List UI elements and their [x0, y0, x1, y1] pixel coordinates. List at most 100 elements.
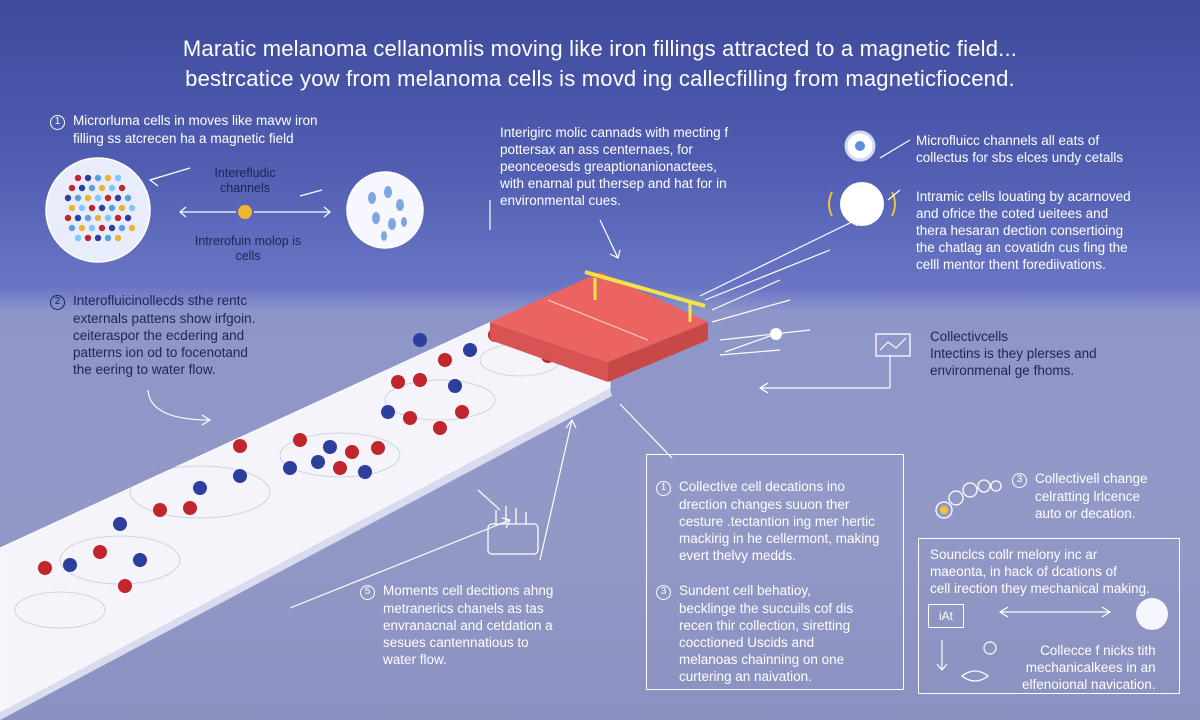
cluster-cell [94, 174, 102, 182]
device-front [608, 322, 708, 382]
face-icon [1136, 598, 1168, 630]
iat-label: iAt [938, 609, 953, 623]
blue-cell [113, 517, 127, 531]
device-left [490, 322, 608, 382]
outcome-panel [646, 454, 904, 690]
cluster-cell [98, 204, 106, 212]
blue-cell [133, 553, 147, 567]
red-cell [293, 433, 307, 447]
cluster-cell [118, 204, 126, 212]
cluster-cell [68, 204, 76, 212]
blue-cell [63, 558, 77, 572]
red-cell [153, 503, 167, 517]
cluster-cell [118, 224, 126, 232]
cluster-cell [74, 234, 82, 242]
cluster-cell [94, 194, 102, 202]
step-number: 5 [360, 585, 375, 600]
cluster-cell [64, 214, 72, 222]
cluster-cell [68, 184, 76, 192]
red-cell [118, 579, 132, 593]
blue-cell [413, 333, 427, 347]
channel-texture [14, 343, 561, 629]
red-cell [183, 501, 197, 515]
cluster-cell [114, 214, 122, 222]
field-arrows [489, 139, 911, 394]
step-number: 2 [50, 295, 65, 310]
cluster-cell [84, 174, 92, 182]
blue-cell [233, 469, 247, 483]
collective-icon-box [875, 333, 911, 357]
cluster-cell [104, 194, 112, 202]
cluster-cell [104, 234, 112, 242]
blue-cell [311, 455, 325, 469]
cluster-cell [84, 194, 92, 202]
red-cell [433, 421, 447, 435]
magnet-bar [584, 270, 706, 308]
page-title: Maratic melanoma cellanomlis moving like… [0, 34, 1200, 94]
cluster-cell [114, 174, 122, 182]
cells-cluster-circle [45, 157, 151, 263]
step-number: 3 [1012, 473, 1027, 488]
cluster-cell [128, 204, 136, 212]
arrows-left [148, 167, 331, 218]
cluster-cell [128, 224, 136, 232]
cluster-cell [108, 224, 116, 232]
cluster-cell [74, 174, 82, 182]
cluster-cell [88, 204, 96, 212]
blue-cell [381, 405, 395, 419]
cluster-cell [124, 214, 132, 222]
red-cell [438, 353, 452, 367]
cluster-cell [108, 204, 116, 212]
annotation-collecce: Collecce f nicks tith mechanicalkees in … [1022, 643, 1156, 692]
cluster-cell [78, 184, 86, 192]
channel-node-icon [238, 205, 252, 219]
cluster-dots [64, 174, 136, 242]
red-cell [403, 411, 417, 425]
connector-lines [147, 389, 1112, 671]
blue-cell [448, 379, 462, 393]
title-line-2: bestrcatice yow from melanoma cells is m… [185, 66, 1015, 91]
cluster-cell [94, 214, 102, 222]
cell-chain-icon [935, 479, 1002, 519]
red-cell [333, 461, 347, 475]
eye-icon [960, 670, 990, 682]
cluster-cell [114, 234, 122, 242]
microfluidic-channel-edge [0, 388, 612, 720]
cluster-cell [98, 184, 106, 192]
cluster-cell [98, 224, 106, 232]
red-cell [38, 561, 52, 575]
cluster-cell [124, 194, 132, 202]
iat-icon-box: iAt [928, 604, 964, 628]
cluster-cell [74, 194, 82, 202]
red-cell [413, 373, 427, 387]
cluster-cell [108, 184, 116, 192]
cluster-cell [104, 214, 112, 222]
cluster-cell [84, 234, 92, 242]
annotation-right-box: Sounclcs collr melony inc ar maeonta, in… [930, 547, 1150, 596]
label-channels: Interefludic channels [214, 166, 276, 195]
blue-cell [283, 461, 297, 475]
summary-panel [918, 538, 1180, 694]
label-cells: Intrerofuin molop is cells [194, 234, 302, 263]
red-cell [233, 439, 247, 453]
blue-cell [358, 465, 372, 479]
cluster-cell [64, 194, 72, 202]
red-cell [345, 445, 359, 459]
annotation-center: Interigirc molic cannads with mecting f … [500, 125, 729, 208]
step-number: 3 [656, 585, 671, 600]
blue-cell [463, 343, 477, 357]
title-line-1: Maratic melanoma cellanomlis moving like… [182, 36, 1018, 61]
cluster-cell [68, 224, 76, 232]
hand-icon [487, 506, 539, 555]
cluster-cell [84, 214, 92, 222]
blue-cell [323, 440, 337, 454]
red-cell [391, 375, 405, 389]
red-cell [371, 441, 385, 455]
blue-cell [193, 481, 207, 495]
annotation-right-top: Microfluicc channels all eats of collect… [916, 133, 1124, 165]
